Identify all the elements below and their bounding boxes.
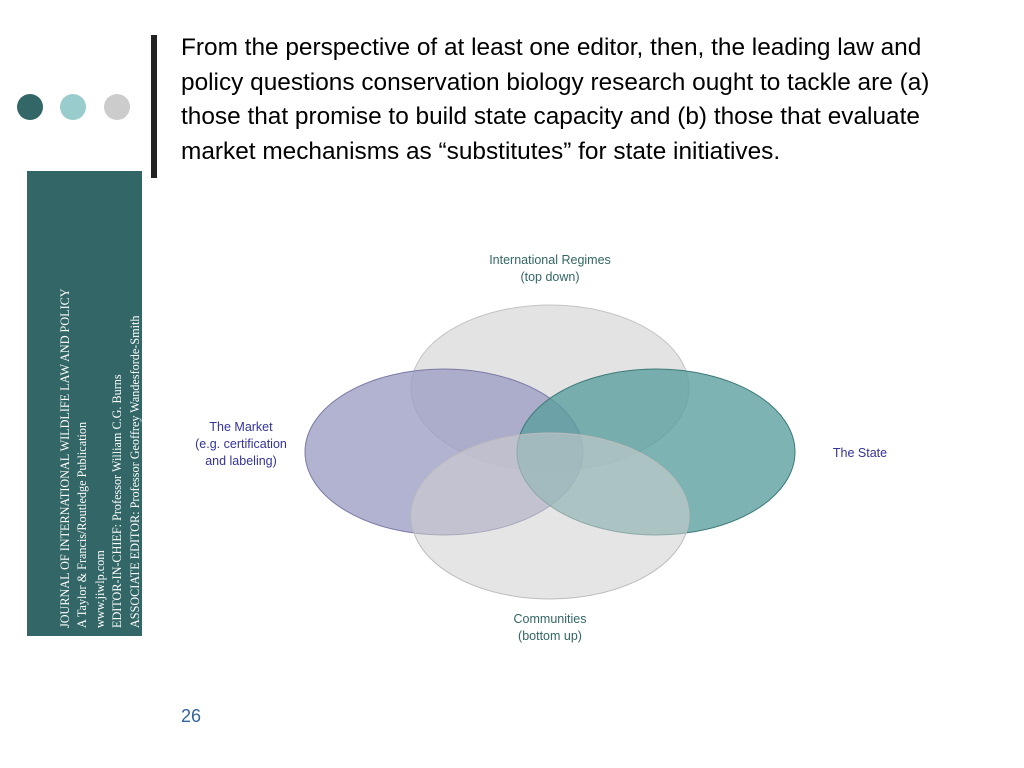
label-state: The State [832, 446, 888, 460]
label-international-regimes: International Regimes (top down) [489, 253, 611, 284]
label-communities: Communities (bottom up) [513, 612, 587, 643]
title-accent-bar [151, 35, 157, 178]
slide-body-text: From the perspective of at least one edi… [181, 34, 930, 165]
communities-ellipse [410, 432, 690, 600]
page-number: 26 [181, 706, 202, 726]
label-market: The Market (e.g. certification and label… [195, 420, 287, 468]
decor-dot-light [60, 94, 86, 120]
decor-dot-grey [104, 94, 130, 120]
journal-sidebar [27, 171, 142, 636]
decor-dot-dark [17, 94, 43, 120]
